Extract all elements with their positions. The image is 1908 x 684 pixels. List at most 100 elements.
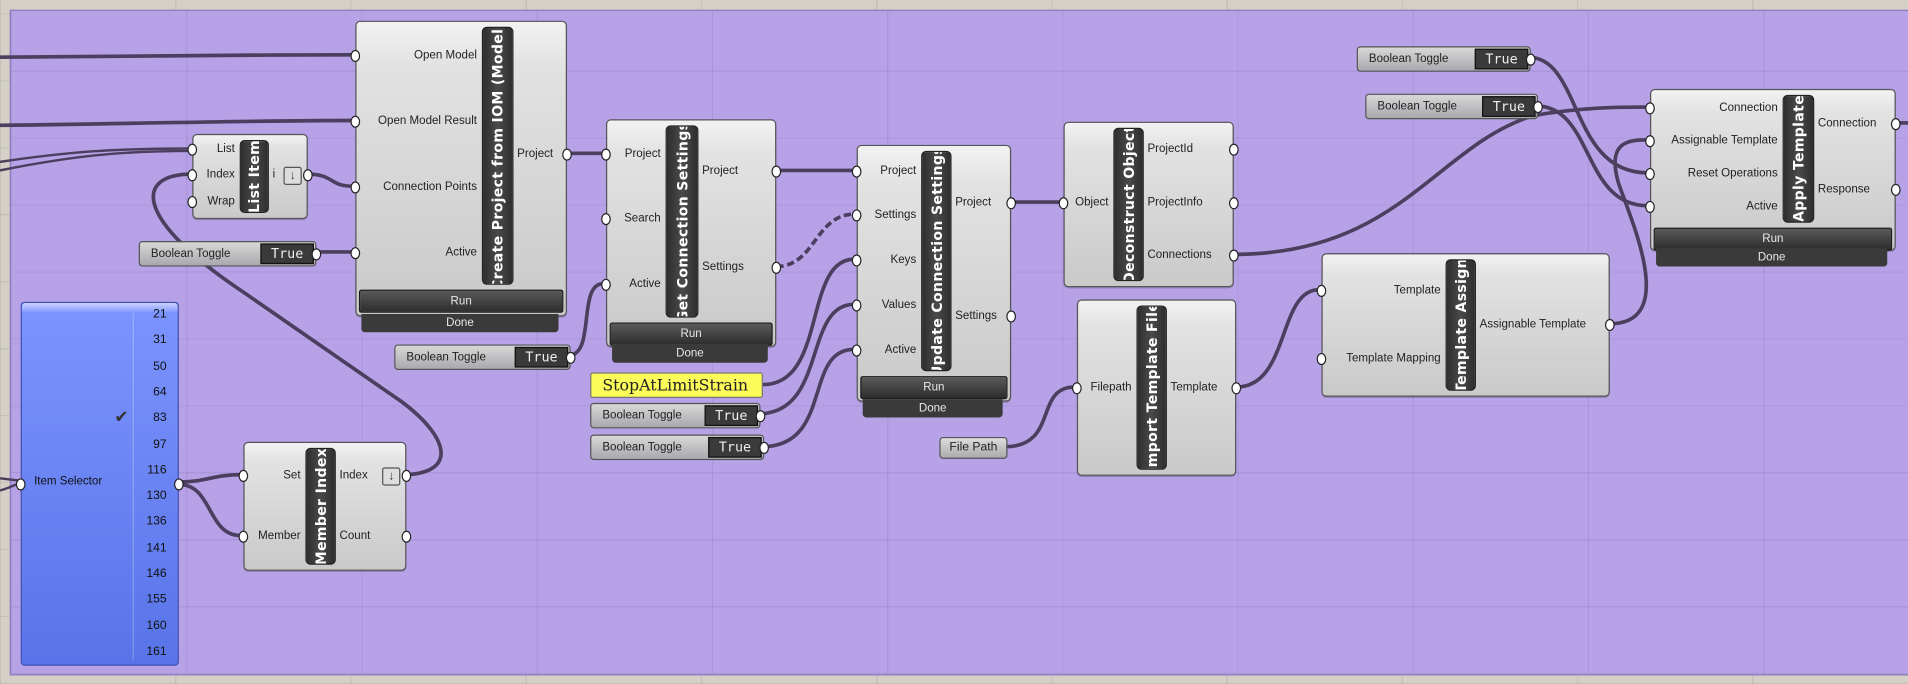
input-grip[interactable] xyxy=(1645,102,1655,115)
selector-item[interactable]: 146 xyxy=(146,567,167,581)
output-grip[interactable] xyxy=(1006,197,1017,210)
input-grip[interactable] xyxy=(601,212,611,226)
selector-item[interactable]: 50 xyxy=(153,359,167,374)
input-grip[interactable] xyxy=(187,143,198,156)
output-grip[interactable] xyxy=(771,165,782,178)
input-grip[interactable] xyxy=(238,530,249,543)
file-path-param[interactable]: File Path xyxy=(939,436,1008,459)
selector-item[interactable]: 136 xyxy=(146,515,167,529)
get-connection-settings-run-button[interactable]: Run xyxy=(609,322,773,346)
selector-item[interactable]: 141 xyxy=(146,541,167,555)
selector-item[interactable]: 21 xyxy=(153,307,167,322)
input-grip[interactable] xyxy=(238,469,249,482)
input-grip[interactable] xyxy=(350,181,361,194)
output-grip[interactable] xyxy=(1228,197,1239,210)
selector-item[interactable]: 130 xyxy=(146,489,167,503)
input-label: List xyxy=(216,142,235,156)
toggle-value[interactable]: True xyxy=(1474,48,1529,70)
toggle-value[interactable]: True xyxy=(704,405,759,426)
selector-item[interactable]: 64 xyxy=(153,385,167,400)
text-panel[interactable]: StopAtLimitStrain xyxy=(590,372,763,398)
output-grip[interactable] xyxy=(1890,118,1901,131)
create-project-component[interactable]: Create Project from IOM (Model)Open Mode… xyxy=(350,20,572,317)
output-grip[interactable] xyxy=(174,478,184,491)
output-grip[interactable] xyxy=(1890,183,1901,196)
input-grip[interactable] xyxy=(1645,200,1655,213)
apply-template-run-button[interactable]: Run xyxy=(1653,227,1893,251)
input-grip[interactable] xyxy=(15,478,26,491)
input-grip[interactable] xyxy=(1058,197,1069,210)
output-label: Index xyxy=(339,468,368,482)
output-grip[interactable] xyxy=(1228,143,1239,156)
input-label: Set xyxy=(283,468,301,482)
input-grip[interactable] xyxy=(1645,167,1655,181)
create-project-run-button[interactable]: Run xyxy=(358,289,564,313)
input-grip[interactable] xyxy=(1072,382,1082,395)
input-grip[interactable] xyxy=(1316,352,1327,366)
output-grip[interactable] xyxy=(562,148,572,161)
output-grip[interactable] xyxy=(755,410,766,423)
output-grip[interactable] xyxy=(401,530,412,543)
selector-item[interactable]: 155 xyxy=(146,593,167,607)
input-label: Active xyxy=(884,343,917,357)
input-grip[interactable] xyxy=(851,209,862,222)
output-grip[interactable] xyxy=(759,441,770,454)
input-grip[interactable] xyxy=(1645,135,1655,148)
toggle-value[interactable]: True xyxy=(708,436,762,458)
output-grip[interactable] xyxy=(1604,318,1615,332)
input-grip[interactable] xyxy=(350,115,361,128)
toggle-value[interactable]: True xyxy=(1482,96,1536,117)
output-grip[interactable] xyxy=(1533,101,1543,114)
selector-item[interactable]: 161 xyxy=(146,644,167,659)
selector-item[interactable]: 83 xyxy=(153,411,167,425)
input-grip[interactable] xyxy=(851,344,862,357)
checkmark-icon: ✔ xyxy=(114,406,129,427)
input-grip[interactable] xyxy=(350,49,361,63)
input-grip[interactable] xyxy=(851,299,862,312)
input-grip[interactable] xyxy=(1316,284,1327,297)
input-grip[interactable] xyxy=(187,195,198,209)
output-grip[interactable] xyxy=(401,469,412,482)
output-grip[interactable] xyxy=(771,261,782,274)
input-grip[interactable] xyxy=(851,254,862,267)
input-grip[interactable] xyxy=(601,148,611,161)
apply-template-status: Done xyxy=(1656,248,1888,267)
toggle-value[interactable]: True xyxy=(514,346,569,368)
input-grip[interactable] xyxy=(350,247,361,260)
output-grip[interactable] xyxy=(565,351,576,364)
toggle-value[interactable]: True xyxy=(260,243,314,265)
selector-item[interactable]: 160 xyxy=(146,619,167,633)
output-grip[interactable] xyxy=(1525,53,1536,66)
selector-item[interactable]: 97 xyxy=(153,437,167,451)
flatten-arrow-icon[interactable]: ↓ xyxy=(382,467,401,486)
input-grip[interactable] xyxy=(601,278,611,291)
input-grip[interactable] xyxy=(851,165,862,178)
input-label: Project xyxy=(880,164,917,178)
output-grip[interactable] xyxy=(1228,249,1239,262)
input-grip[interactable] xyxy=(187,169,198,182)
flatten-arrow-icon[interactable]: ↓ xyxy=(283,166,302,185)
update-connection-settings-run-button[interactable]: Run xyxy=(860,376,1008,400)
output-grip[interactable] xyxy=(1231,382,1242,395)
output-grip[interactable] xyxy=(311,248,322,261)
selector-item[interactable]: 116 xyxy=(147,463,167,477)
output-grip[interactable] xyxy=(1006,310,1017,323)
selector-item[interactable]: 31 xyxy=(153,333,167,348)
output-grip[interactable] xyxy=(302,169,313,182)
